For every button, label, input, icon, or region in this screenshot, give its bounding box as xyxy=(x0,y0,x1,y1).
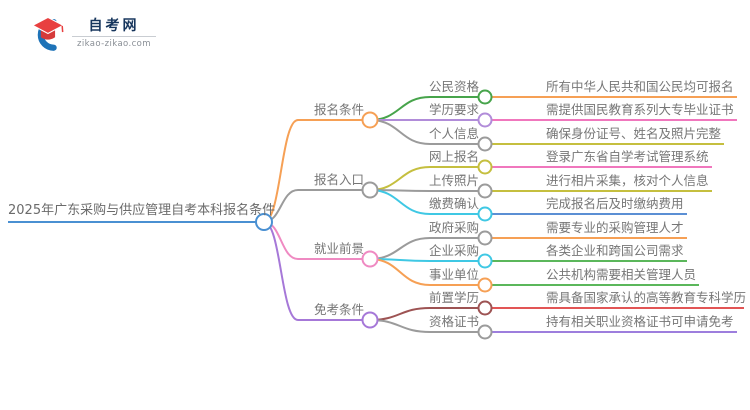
leaf-node-label: 完成报名后及时缴纳费用 xyxy=(546,196,684,211)
node-circle xyxy=(477,206,493,222)
node-circle xyxy=(361,311,379,329)
node-circle xyxy=(361,250,379,268)
sub-node-label: 政府采购 xyxy=(428,220,479,235)
node-circle xyxy=(477,253,493,269)
site-logo: 自考网 zikao-zikao.com xyxy=(28,14,156,52)
node-circle xyxy=(477,300,493,316)
graduation-cap-crescent-icon xyxy=(31,16,65,51)
logo-text-block: 自考网 zikao-zikao.com xyxy=(72,17,156,49)
leaf-node-label: 需要专业的采购管理人才 xyxy=(546,220,684,235)
leaf-node-label: 确保身份证号、姓名及照片完整 xyxy=(546,126,722,141)
node-circle xyxy=(477,136,493,152)
sub-node-label: 上传照片 xyxy=(428,173,479,188)
connector-line xyxy=(263,119,363,223)
node-circle xyxy=(477,230,493,246)
node-circle xyxy=(477,277,493,293)
connector-line xyxy=(369,189,479,192)
connector-line xyxy=(369,119,479,145)
sub-node-label: 企业采购 xyxy=(428,243,479,258)
leaf-node-label: 持有相关职业资格证书可申请免考 xyxy=(546,314,734,329)
connector-line xyxy=(369,258,479,286)
node-circle xyxy=(477,324,493,340)
sub-node-label: 事业单位 xyxy=(428,267,479,282)
sub-node-label: 资格证书 xyxy=(428,314,479,329)
node-circle xyxy=(361,181,379,199)
sub-node-label: 学历要求 xyxy=(428,102,479,117)
connector-line xyxy=(369,258,479,262)
logo-domain: zikao-zikao.com xyxy=(77,39,151,49)
logo-title: 自考网 xyxy=(88,18,140,34)
connector-line xyxy=(369,189,479,215)
branch-node-label: 报名入口 xyxy=(313,172,364,187)
leaf-node-label: 所有中华人民共和国公民均可报名 xyxy=(546,79,734,94)
branch-node-label: 报名条件 xyxy=(313,102,364,117)
node-circle xyxy=(255,213,273,231)
connector-line xyxy=(369,319,479,333)
leaf-node-label: 需提供国民教育系列大专毕业证书 xyxy=(546,102,734,117)
branch-node-label: 就业前景 xyxy=(313,241,364,256)
node-circle xyxy=(477,112,493,128)
branch-node-label: 免考条件 xyxy=(313,302,364,317)
node-circle xyxy=(477,183,493,199)
node-circle xyxy=(477,89,493,105)
logo-divider xyxy=(72,36,156,37)
sub-node-label: 缴费确认 xyxy=(428,196,479,211)
node-circle xyxy=(477,159,493,175)
sub-node-label: 网上报名 xyxy=(428,149,479,164)
sub-node-label: 前置学历 xyxy=(428,290,479,305)
sub-node-label: 个人信息 xyxy=(428,126,479,141)
leaf-node-label: 需具备国家承认的高等教育专科学历 xyxy=(546,290,747,305)
leaf-node-label: 各类企业和跨国公司需求 xyxy=(546,243,684,258)
sub-node-label: 公民资格 xyxy=(428,79,479,94)
root-node-label: 2025年广东采购与供应管理自考本科报名条件 xyxy=(8,203,276,218)
leaf-node-label: 登录广东省自学考试管理系统 xyxy=(546,149,709,164)
leaf-node-label: 公共机构需要相关管理人员 xyxy=(546,267,697,282)
leaf-node-label: 进行相片采集，核对个人信息 xyxy=(546,173,709,188)
connector-line xyxy=(263,189,363,223)
node-circle xyxy=(361,111,379,129)
